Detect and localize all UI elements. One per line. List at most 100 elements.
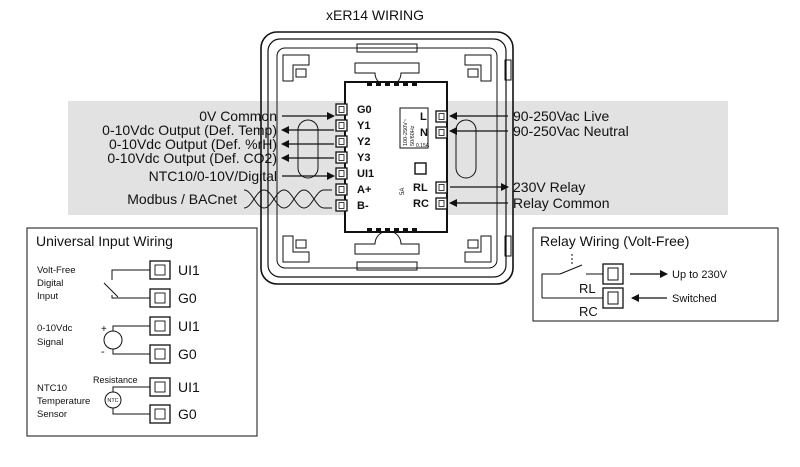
ntc-symbol: NTC [107,398,118,404]
pcb-connector-bottom [367,228,417,232]
terminal-label: A+ [357,184,371,196]
ntc-label-1: NTC10 [37,383,67,394]
analog-label-1: 0-10Vdc [37,323,73,334]
digital-label-3: Input [37,291,58,302]
device-pcb [344,81,448,233]
terminal-ui1 [149,377,171,397]
left-label: 0V Common [199,108,277,124]
plus-sign: + [101,324,107,335]
terminal-ui1 [335,167,348,180]
terminal-y2 [335,135,348,148]
terminal-a [335,183,348,196]
terminal-g0 [149,404,171,424]
right-label: 90-250Vac Neutral [513,123,629,139]
relay-switch-wiring [541,254,604,299]
relay-wiring-title: Relay Wiring (Volt-Free) [540,233,689,249]
relay-wiring-panel: Relay Wiring (Volt-Free) RL RC Up to 230… [532,227,779,322]
right-label-band [446,101,728,215]
switched-label: Switched [672,293,717,305]
terminal-n-screw [438,129,445,136]
ntc-label-2: Temperature [37,396,90,407]
relay-rc-label: RC [579,304,598,319]
right-label: 230V Relay [513,179,585,195]
terminal-g0-screw [154,348,166,360]
universal-input-panel: Universal Input Wiring Volt-Free Digital… [26,227,258,437]
relay-rl-label: RL [579,281,596,296]
terminal-label: Y3 [357,152,370,164]
left-label: NTC10/0-10V/Digital [149,168,277,184]
terminal-g0 [149,288,171,308]
terminal-y3-screw [338,154,345,161]
terminal-label: B- [357,200,369,212]
terminal-rl [435,181,448,194]
supply-marking-line: 0.15A [416,143,430,149]
terminal-label: G0 [357,104,372,116]
terminal-g0-screw [338,106,345,113]
supply-marking-line: 100-250V~ [403,119,409,146]
digital-switch-wiring [103,269,150,299]
terminal-y2-screw [338,138,345,145]
ntc-label-3: Sensor [37,409,67,420]
left-label: 0-10Vdc Output (Def. Temp) [102,122,277,138]
signal-source-icon [103,325,150,355]
terminal-label: RL [413,182,428,194]
supply-marking-line: 50/60Hz [410,125,416,146]
terminal-label: RC [413,198,429,210]
analog-label-2: Signal [37,337,63,348]
digital-label-1: Volt-Free [37,265,76,276]
resistance-label: Resistance [93,375,138,385]
relay-marking: 5A [400,188,406,195]
terminal-label: N [420,127,428,139]
terminal-rl-screw [438,184,445,191]
terminal-label: UI1 [357,168,374,180]
ui-terminal-label: UI1 [178,379,200,395]
terminal-g0-screw [154,408,166,420]
left-label: 0-10Vdc Output (Def. CO2) [107,150,277,166]
terminal-label: Y2 [357,136,370,148]
right-label: Relay Common [513,195,609,211]
terminal-b [335,199,348,212]
terminal-ui1-screw [338,170,345,177]
ui-terminal-label: UI1 [178,262,200,278]
terminal-a-screw [338,186,345,193]
up-to-label: Up to 230V [672,269,728,281]
left-label: Modbus / BACnet [127,191,237,207]
terminal-ui1-screw [154,264,166,276]
right-label: 90-250Vac Live [513,108,609,124]
terminal-n [435,126,448,139]
terminal-ui1-screw [154,381,166,393]
terminal-g0 [149,344,171,364]
ui-terminal-label: G0 [178,290,197,306]
terminal-g0 [335,103,348,116]
minus-sign: - [101,346,105,358]
terminal-label: L [420,111,427,123]
ui-terminal-label: UI1 [178,318,200,334]
pcb-indicator [414,162,427,175]
terminal-ui1-screw [154,320,166,332]
pcb-connector-top [367,82,417,86]
terminal-label: Y1 [357,120,370,132]
terminal-g0-screw [154,292,166,304]
relay-terminal-block [602,263,624,309]
universal-input-title: Universal Input Wiring [36,233,173,249]
terminal-ui1 [149,316,171,336]
terminal-l-screw [438,113,445,120]
ntc-sensor-icon [104,386,150,415]
ui-terminal-label: G0 [178,406,197,422]
twisted-pair-icon [243,189,332,209]
supply-marking-box [399,107,429,149]
digital-label-2: Digital [37,278,63,289]
terminal-l [435,110,448,123]
terminal-rc [435,197,448,210]
terminal-b-screw [338,202,345,209]
terminal-y1 [335,119,348,132]
terminal-y1-screw [338,122,345,129]
terminal-y3 [335,151,348,164]
diagram-title: xER14 WIRING [326,7,424,23]
